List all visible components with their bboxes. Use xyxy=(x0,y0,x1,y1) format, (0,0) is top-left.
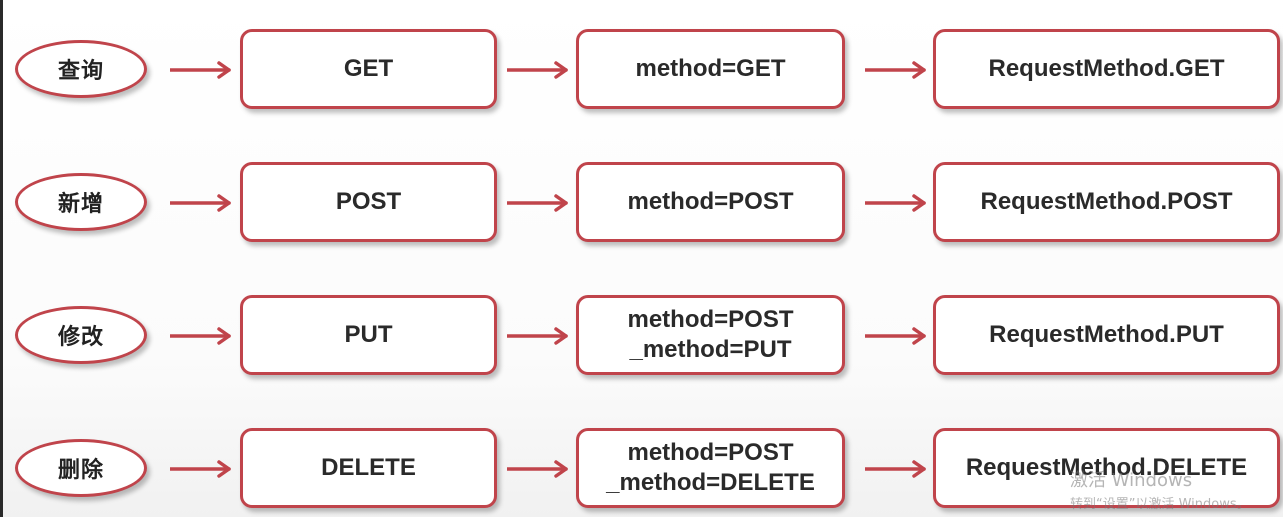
operation-create-pill: 新增 xyxy=(15,173,147,231)
http-method-label: DELETE xyxy=(321,454,416,481)
windows-activation-watermark: 激活 Windows 转到“设置”以激活 Windows。 xyxy=(1070,470,1280,514)
http-method-delete-box: DELETE xyxy=(240,428,497,508)
arrow-right-icon xyxy=(170,327,232,345)
arrow-right-icon xyxy=(865,61,927,79)
hidden-method-param-line: _method=PUT xyxy=(629,336,792,363)
arrow-right-icon xyxy=(507,460,569,478)
method-param-put-box: method=POST _method=PUT xyxy=(576,295,845,375)
request-method-get-box: RequestMethod.GET xyxy=(933,29,1280,109)
arrow-right-icon xyxy=(865,194,927,212)
arrow-right-icon xyxy=(507,327,569,345)
http-method-label: GET xyxy=(343,55,394,82)
arrow-right-icon xyxy=(170,61,232,79)
operation-delete-pill: 删除 xyxy=(15,439,147,497)
method-param-line: method=GET xyxy=(635,55,786,82)
watermark-title: 激活 Windows xyxy=(1070,470,1193,491)
operation-query-pill: 查询 xyxy=(15,40,147,98)
arrow-right-icon xyxy=(507,61,569,79)
request-method-delete-box: RequestMethod.DELETE xyxy=(933,428,1280,508)
mapping-row-query: 查询 GET method=GET RequestMethod.GET xyxy=(0,27,1283,113)
watermark-subtitle: 转到“设置”以激活 Windows。 xyxy=(1070,497,1250,512)
http-method-label: POST xyxy=(335,188,402,215)
request-method-label: RequestMethod.DELETE xyxy=(965,454,1248,481)
request-method-put-box: RequestMethod.PUT xyxy=(933,295,1280,375)
mapping-row-create: 新增 POST method=POST RequestMethod.POST xyxy=(0,160,1283,246)
left-edge-border xyxy=(0,0,3,517)
http-method-put-box: PUT xyxy=(240,295,497,375)
request-method-label: RequestMethod.POST xyxy=(980,188,1233,215)
request-method-post-box: RequestMethod.POST xyxy=(933,162,1280,242)
http-method-label: PUT xyxy=(344,321,393,348)
arrow-right-icon xyxy=(170,194,232,212)
hidden-method-param-line: _method=DELETE xyxy=(606,469,815,496)
operation-update-pill: 修改 xyxy=(15,306,147,364)
method-param-get-box: method=GET xyxy=(576,29,845,109)
http-method-post-box: POST xyxy=(240,162,497,242)
arrow-right-icon xyxy=(865,460,927,478)
request-method-label: RequestMethod.PUT xyxy=(989,321,1224,348)
request-method-label: RequestMethod.GET xyxy=(988,55,1225,82)
mapping-row-update: 修改 PUT method=POST _method=PUT RequestMe… xyxy=(0,293,1283,379)
method-param-line: method=POST xyxy=(627,439,794,466)
arrow-right-icon xyxy=(170,460,232,478)
method-param-line: method=POST xyxy=(627,188,794,215)
method-param-delete-box: method=POST _method=DELETE xyxy=(576,428,845,508)
method-param-post-box: method=POST xyxy=(576,162,845,242)
method-param-line: method=POST xyxy=(627,306,794,333)
http-method-get-box: GET xyxy=(240,29,497,109)
arrow-right-icon xyxy=(865,327,927,345)
mapping-row-delete: 删除 DELETE method=POST _method=DELETE Req… xyxy=(0,426,1283,512)
arrow-right-icon xyxy=(507,194,569,212)
